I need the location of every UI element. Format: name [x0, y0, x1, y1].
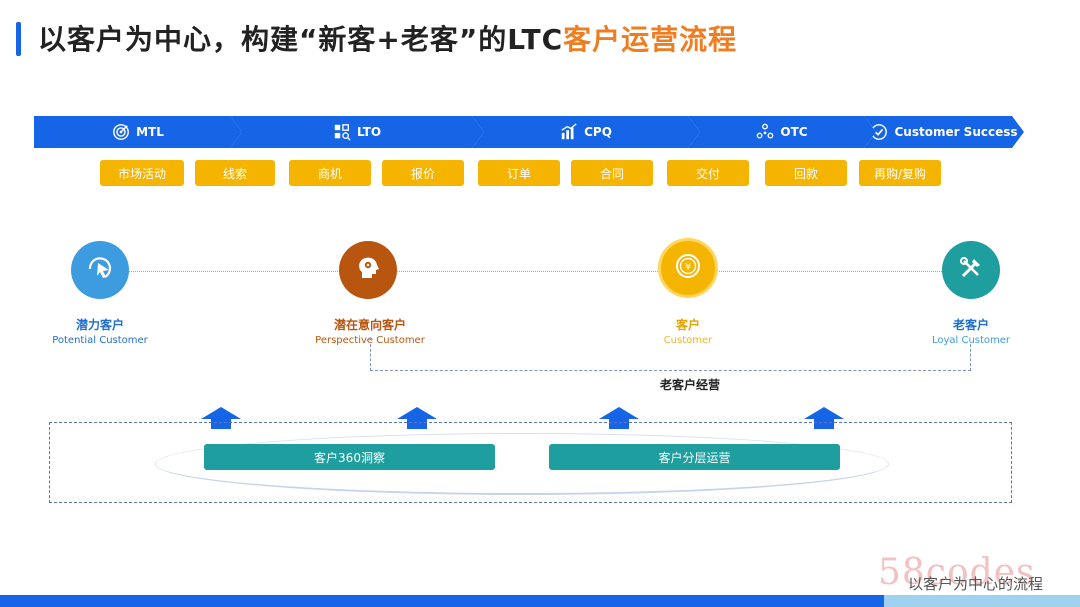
perspective-customer-circle: [339, 241, 397, 299]
stage-label: Customer Success: [894, 125, 1018, 139]
tag-item: 回款: [765, 160, 847, 186]
title-accent: 客户运营流程: [563, 23, 738, 56]
title-accent-bar: [16, 22, 21, 56]
stage-name-cn: 老客户: [952, 318, 989, 332]
stage-cpq: CPQ: [472, 116, 700, 148]
process-chevron-row: MTL LTO CPQ OTC Customer Success: [34, 116, 1024, 148]
loop-arrow-head: ^: [365, 337, 374, 348]
up-arrow-icon: [397, 407, 437, 429]
customer-360-insight-pill: 客户360洞察: [204, 444, 495, 470]
foundation-ellipse: [155, 433, 889, 495]
up-arrow-icon: [599, 407, 639, 429]
svg-text:¥: ¥: [685, 262, 691, 273]
foundation-box: [49, 422, 1012, 503]
stage-otc: OTC: [688, 116, 876, 148]
perspective-customer-label: 潜在意向客户 Perspective Customer: [270, 316, 470, 346]
stage-customer-success: Customer Success: [864, 116, 1024, 148]
stage-name-en: Perspective Customer: [315, 335, 425, 346]
activity-tags: 市场活动 线索 商机 报价 订单 合同 交付 回款 再购/复购: [0, 160, 1080, 188]
coin-icon: ¥: [673, 251, 703, 285]
target-icon: [112, 123, 130, 141]
stage-label: OTC: [780, 125, 808, 139]
customer-label: 客户 Customer: [588, 316, 788, 346]
loyal-customer-circle: [942, 241, 1000, 299]
tag-item: 订单: [478, 160, 560, 186]
stage-name-cn: 潜在意向客户: [333, 318, 406, 332]
stage-name-cn: 客户: [675, 318, 700, 332]
watermark: 58codes: [878, 552, 1036, 593]
loyal-loop-connector: [370, 344, 971, 371]
tag-item: 再购/复购: [859, 160, 941, 186]
tag-item: 合同: [571, 160, 653, 186]
head-gear-icon: [353, 253, 383, 287]
stage-name-cn: 潜力客户: [75, 318, 124, 332]
stage-label: LTO: [356, 125, 382, 139]
tools-icon: [956, 253, 986, 287]
footer-caption: 以客户为中心的流程: [908, 575, 1044, 593]
stage-name-en: Potential Customer: [52, 335, 148, 346]
grid-search-icon: [333, 123, 351, 141]
customer-tiered-ops-pill: 客户分层运营: [549, 444, 840, 470]
stage-name-en: Loyal Customer: [931, 335, 1011, 346]
up-arrow-icon: [201, 407, 241, 429]
tag-item: 线索: [195, 160, 275, 186]
title-main: 以客户为中心，构建“新客+老客”的LTC: [38, 23, 564, 56]
page-title: 以客户为中心，构建“新客+老客”的LTC客户运营流程: [38, 18, 737, 58]
tag-item: 交付: [667, 160, 749, 186]
tag-item: 报价: [382, 160, 464, 186]
loyal-loop-label: 老客户经营: [659, 378, 720, 392]
share-nodes-icon: [756, 123, 774, 141]
potential-customer-label: 潜力客户 Potential Customer: [0, 316, 200, 346]
potential-customer-circle: [71, 241, 129, 299]
footer-bar-light: [884, 595, 1080, 607]
stage-mtl: MTL: [34, 116, 242, 148]
stage-lto: LTO: [230, 116, 484, 148]
customer-circle: ¥: [658, 238, 718, 298]
tag-item: 商机: [289, 160, 371, 186]
up-arrow-icon: [804, 407, 844, 429]
footer-bar: [0, 595, 884, 607]
customer-stage-connector: [100, 271, 970, 272]
loyal-customer-label: 老客户 Loyal Customer: [871, 316, 1071, 346]
stage-name-en: Customer: [663, 335, 713, 346]
tag-item: 市场活动: [100, 160, 184, 186]
cursor-arrow-icon: [85, 253, 115, 287]
stage-label: MTL: [136, 125, 164, 139]
stage-label: CPQ: [584, 125, 612, 139]
bar-chart-icon: [560, 123, 578, 141]
